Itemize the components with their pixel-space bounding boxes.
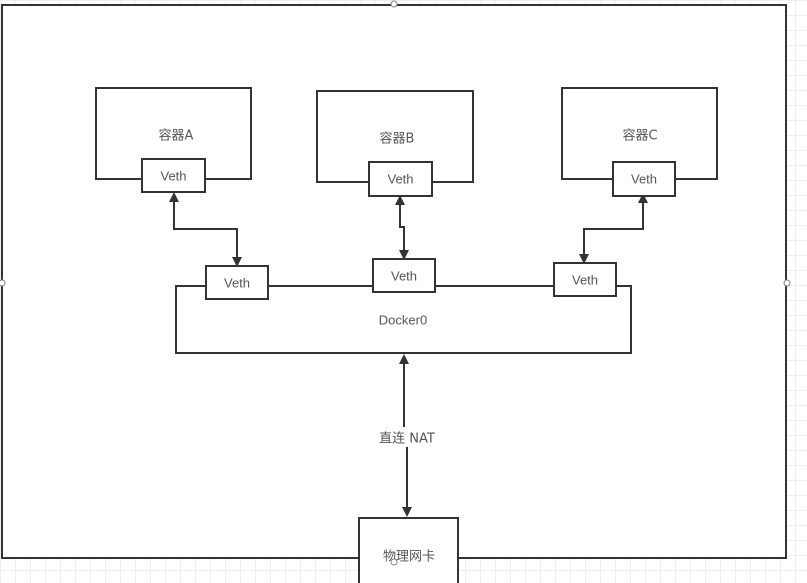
docker0-bridge-outline bbox=[175, 285, 632, 354]
resize-handle-left[interactable] bbox=[0, 279, 6, 287]
bridge-veth-1[interactable]: Veth bbox=[205, 265, 269, 300]
bridge-veth-2[interactable]: Veth bbox=[372, 258, 436, 293]
container-c-label: 容器C bbox=[622, 128, 658, 144]
container-b-veth-label: Veth bbox=[387, 171, 414, 187]
container-a-veth[interactable]: Veth bbox=[141, 158, 206, 193]
physical-nic-box[interactable]: 物理网卡 bbox=[358, 517, 459, 583]
bridge-veth-1-label: Veth bbox=[223, 275, 251, 290]
bridge-veth-3[interactable]: Veth bbox=[553, 262, 617, 297]
container-b-veth[interactable]: Veth bbox=[368, 161, 433, 197]
bridge-veth-2-label: Veth bbox=[390, 268, 418, 283]
container-a-veth-label: Veth bbox=[160, 168, 187, 183]
connection-point-nic[interactable] bbox=[390, 558, 398, 566]
container-a-label: 容器A bbox=[158, 128, 194, 144]
container-b-label: 容器B bbox=[379, 131, 415, 147]
resize-handle-top[interactable] bbox=[390, 0, 398, 8]
connector-c[interactable] bbox=[579, 193, 648, 264]
bridge-veth-3-label: Veth bbox=[571, 272, 599, 287]
connector-b[interactable] bbox=[395, 195, 409, 260]
nat-link-label: 直连 NAT bbox=[379, 431, 435, 447]
connector-a[interactable] bbox=[169, 192, 242, 267]
docker0-label: Docker0 bbox=[378, 312, 428, 328]
resize-handle-right[interactable] bbox=[783, 279, 791, 287]
container-c-veth-label: Veth bbox=[630, 171, 658, 187]
container-c-veth[interactable]: Veth bbox=[612, 161, 676, 197]
